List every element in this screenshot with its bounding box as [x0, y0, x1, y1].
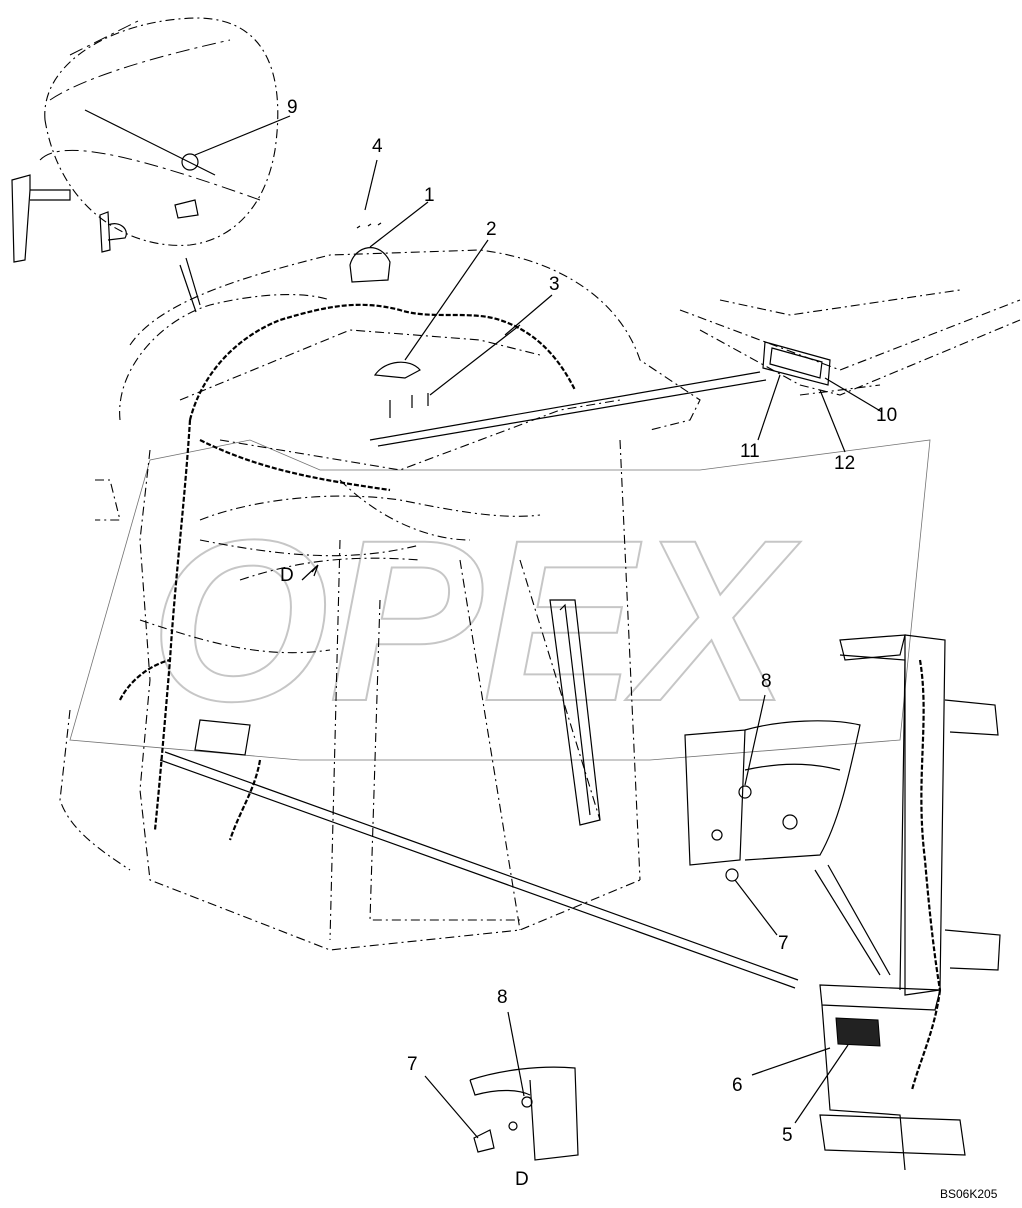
callout-4: 4 [372, 136, 383, 157]
callout-8-upper: 8 [761, 671, 772, 692]
callout-7-upper: 7 [778, 933, 789, 954]
callout-leaders [194, 115, 883, 1139]
callout-1: 1 [424, 185, 435, 206]
callout-7-lower: 7 [407, 1054, 418, 1075]
callout-8-lower: 8 [497, 987, 508, 1008]
detail-view-switch [679, 289, 1021, 396]
detail-view-post [684, 634, 1001, 1171]
watermark-graphic: OPEX [69, 439, 931, 761]
detail-view-wiper [11, 17, 279, 313]
watermark-text: OPEX [150, 492, 801, 749]
cab-assembly [59, 222, 799, 989]
callout-11: 11 [740, 441, 760, 462]
callout-12: 12 [834, 453, 856, 474]
callout-6: 6 [732, 1075, 743, 1096]
view-label-D-detail: D [515, 1169, 529, 1190]
detail-view-D [469, 1066, 579, 1161]
view-label-D-main: D [280, 565, 294, 586]
callout-9: 9 [287, 97, 298, 118]
drawing-code: BS06K205 [940, 1187, 998, 1201]
callout-5: 5 [782, 1125, 793, 1146]
callout-10: 10 [876, 405, 898, 426]
callout-3: 3 [549, 274, 560, 295]
callout-2: 2 [486, 219, 497, 240]
